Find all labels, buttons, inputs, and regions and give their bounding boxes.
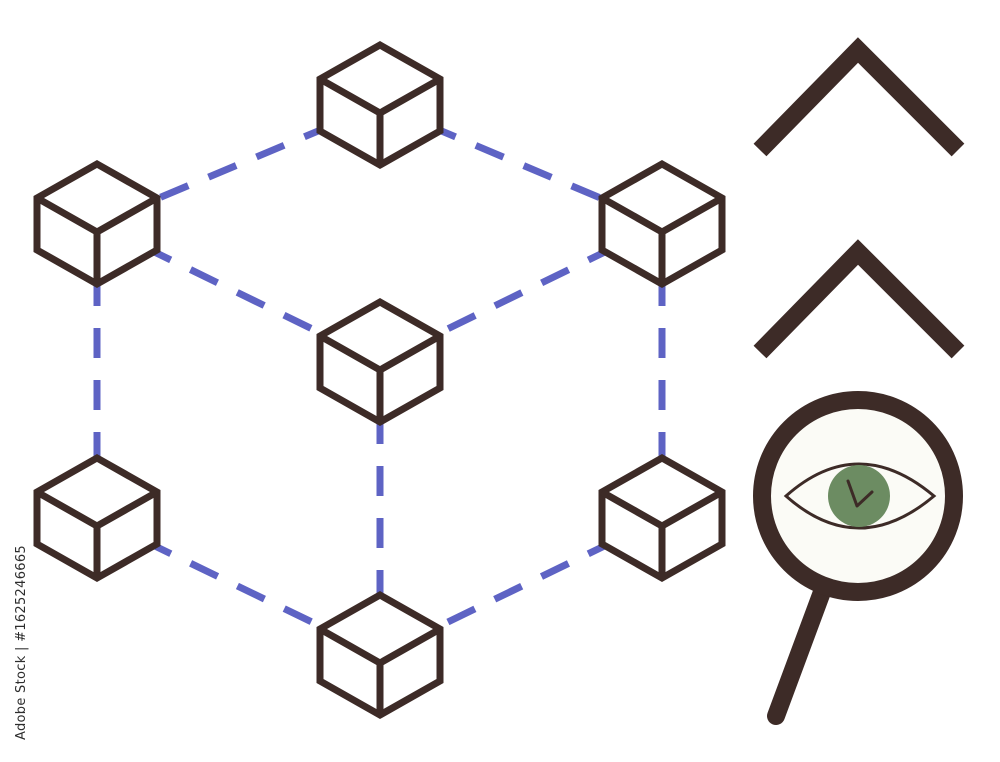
cube-icon (33, 453, 161, 583)
eye-icon (783, 462, 937, 530)
cube-icon (598, 453, 726, 583)
clock-hands-icon (846, 479, 874, 508)
chevron-up-icon (753, 37, 965, 157)
stock-id-watermark: Adobe Stock | #1625246665 (14, 545, 29, 740)
cube-nodes (33, 40, 726, 720)
cube-icon (33, 159, 161, 289)
cube-icon (316, 297, 444, 427)
cube-icon (316, 590, 444, 720)
cube-icon (598, 159, 726, 289)
cube-icon (316, 40, 444, 170)
eye-iris (828, 465, 890, 527)
chevron-up-icon (753, 239, 965, 359)
magnifier-eye-icon (753, 391, 963, 725)
